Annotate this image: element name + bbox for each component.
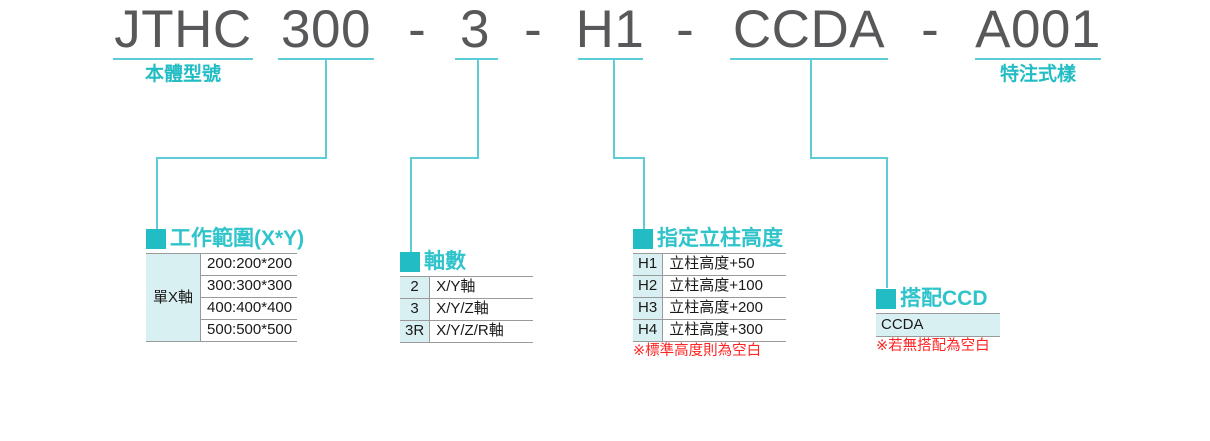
bullet-square-icon — [876, 289, 896, 309]
code-separator-1: - — [408, 0, 426, 59]
code-segment-column-height: H1 — [575, 0, 645, 59]
underline-ccd — [730, 58, 888, 60]
connector-column-height-v2 — [643, 157, 645, 229]
group-column-height-header: 指定立柱高度 — [633, 228, 786, 250]
column-height-key: H4 — [633, 319, 664, 342]
axis-count-key: 3R — [400, 320, 431, 343]
connector-ccd-h — [810, 157, 888, 159]
underline-axis-count — [455, 58, 498, 60]
group-ccd-title: 搭配CCD — [900, 287, 988, 310]
ccd-note: ※若無搭配為空白 — [876, 338, 990, 354]
column-height-note: ※標準高度則為空白 — [633, 343, 762, 359]
table-row: H1 立柱高度+50 — [633, 253, 787, 276]
axis-count-value: X/Y/Z軸 — [429, 298, 534, 321]
column-height-value: 立柱高度+300 — [662, 319, 787, 342]
group-work-range: 工作範圍(X*Y) 單X軸 200:200*200 300:300*300 40… — [146, 228, 304, 342]
axis-count-value: X/Y軸 — [429, 276, 534, 299]
group-work-range-header: 工作範圍(X*Y) — [146, 228, 304, 250]
ccd-value: CCDA — [876, 313, 1000, 337]
caption-body-model: 本體型號 — [144, 64, 221, 85]
connector-ccd-v1 — [810, 58, 812, 158]
code-segment-ccd: CCDA — [732, 0, 886, 59]
axis-count-key: 2 — [400, 276, 431, 299]
group-column-height-title: 指定立柱高度 — [657, 227, 783, 250]
table-row: 3R X/Y/Z/R軸 — [400, 320, 534, 343]
code-segment-body-model: JTHC — [114, 0, 252, 59]
code-separator-4: - — [921, 0, 939, 59]
connector-column-height-h — [613, 157, 645, 159]
code-segment-work-range: 300 — [281, 0, 371, 59]
work-range-axis-label: 單X軸 — [146, 253, 202, 342]
table-row: H4 立柱高度+300 — [633, 319, 787, 342]
column-height-key: H3 — [633, 297, 664, 320]
table-row: H3 立柱高度+200 — [633, 297, 787, 320]
table-row: H2 立柱高度+100 — [633, 275, 787, 298]
table-row: 2 X/Y軸 — [400, 276, 534, 299]
work-range-value: 200:200*200 — [200, 253, 298, 276]
column-height-value: 立柱高度+50 — [662, 253, 787, 276]
axis-count-key: 3 — [400, 298, 431, 321]
connector-work-range-v2 — [156, 157, 158, 229]
table-row: 單X軸 200:200*200 — [146, 253, 298, 342]
connector-axis-count-h — [410, 157, 479, 159]
model-code-row: JTHC 300 - 3 - H1 - CCDA - A001 — [0, 0, 1210, 62]
connector-work-range-h — [156, 157, 327, 159]
column-height-key: H1 — [633, 253, 664, 276]
bullet-square-icon — [633, 229, 653, 249]
work-range-table: 單X軸 200:200*200 300:300*300 400:400*400 … — [146, 253, 298, 342]
work-range-value: 400:400*400 — [200, 297, 298, 320]
group-ccd-header: 搭配CCD — [876, 288, 1000, 310]
code-separator-3: - — [676, 0, 694, 59]
bullet-square-icon — [146, 229, 166, 249]
bullet-square-icon — [400, 252, 420, 272]
group-axis-count-title: 軸數 — [424, 250, 466, 273]
work-range-value: 300:300*300 — [200, 275, 298, 298]
underline-body-model — [113, 58, 253, 60]
column-height-value: 立柱高度+200 — [662, 297, 787, 320]
column-height-value: 立柱高度+100 — [662, 275, 787, 298]
column-height-table: H1 立柱高度+50 H2 立柱高度+100 H3 立柱高度+200 H4 立柱… — [633, 253, 787, 342]
connector-column-height-v1 — [613, 58, 615, 158]
connector-ccd-v2 — [886, 157, 888, 288]
group-axis-count: 軸數 2 X/Y軸 3 X/Y/Z軸 3R X/Y/Z/R軸 — [400, 251, 534, 343]
group-column-height: 指定立柱高度 H1 立柱高度+50 H2 立柱高度+100 H3 立柱高度+20… — [633, 228, 787, 360]
group-ccd: 搭配CCD CCDA ※若無搭配為空白 — [876, 288, 1000, 355]
code-segment-axis-count: 3 — [460, 0, 490, 59]
group-axis-count-header: 軸數 — [400, 251, 533, 273]
table-row: 3 X/Y/Z軸 — [400, 298, 534, 321]
underline-column-height — [578, 58, 643, 60]
code-segment-special-spec: A001 — [975, 0, 1101, 59]
axis-count-value: X/Y/Z/R軸 — [429, 320, 534, 343]
table-row: 500:500*500 — [146, 319, 298, 342]
connector-axis-count-v2 — [410, 157, 412, 252]
column-height-key: H2 — [633, 275, 664, 298]
caption-special-spec: 特注式樣 — [999, 64, 1076, 85]
group-work-range-title: 工作範圍(X*Y) — [170, 227, 305, 250]
code-separator-2: - — [524, 0, 542, 59]
axis-count-table: 2 X/Y軸 3 X/Y/Z軸 3R X/Y/Z/R軸 — [400, 276, 534, 343]
connector-work-range-v1 — [325, 58, 327, 158]
work-range-value: 500:500*500 — [200, 319, 298, 342]
connector-axis-count-v1 — [477, 58, 479, 158]
underline-special-spec — [975, 58, 1101, 60]
